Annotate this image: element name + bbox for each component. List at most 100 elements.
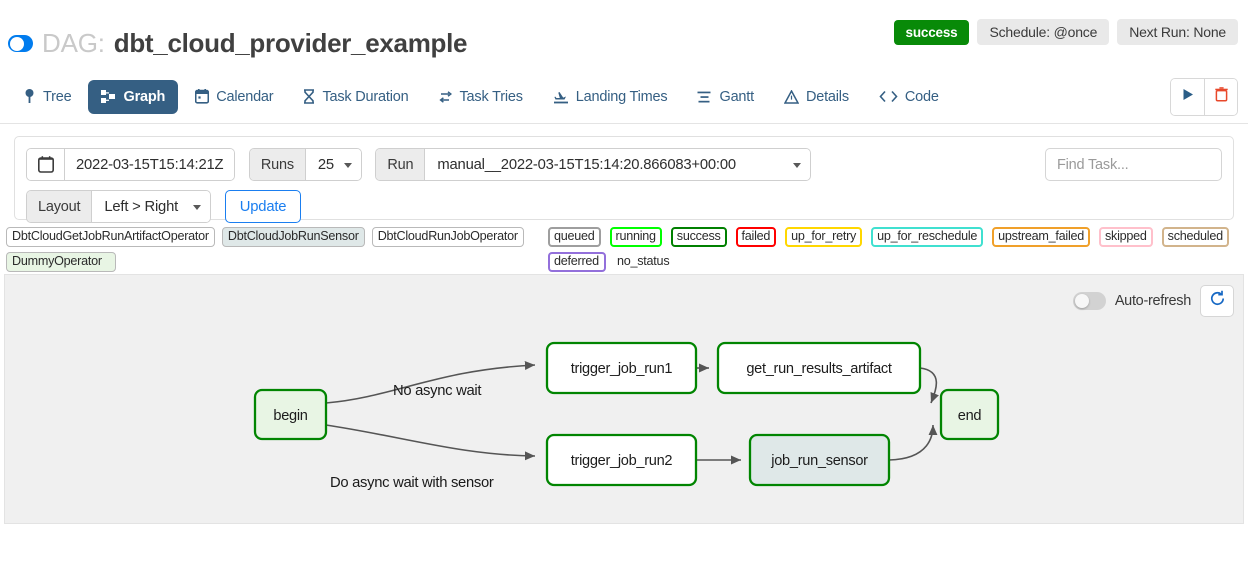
page-title: dbt_cloud_provider_example <box>113 28 468 58</box>
tab-gantt[interactable]: Gantt <box>684 80 766 114</box>
state-legend: queued running success failed up_for_ret… <box>548 227 1244 272</box>
tab-label: Task Tries <box>459 88 523 105</box>
base-date-input[interactable]: 2022-03-15T15:14:21Z <box>65 149 235 180</box>
tab-label: Landing Times <box>575 88 668 105</box>
chevron-down-icon <box>193 205 202 210</box>
hourglass-icon <box>303 89 315 104</box>
layout-select[interactable]: Left > Right <box>92 191 211 222</box>
legend-operator: DbtCloudGetJobRunArtifactOperator <box>6 227 215 247</box>
num-runs-select[interactable]: 25 <box>305 149 361 180</box>
delete-dag-button[interactable] <box>1204 79 1237 115</box>
trigger-dag-button[interactable] <box>1171 79 1204 115</box>
num-runs-group[interactable]: Runs 25 <box>248 148 362 181</box>
run-select-group[interactable]: Run manual__2022-03-15T15:14:20.866083+0… <box>375 148 812 181</box>
header-badges: success Schedule: @once Next Run: None <box>893 19 1238 45</box>
tab-label: Code <box>904 88 939 105</box>
edge-begin-to-trigger_job_run2 <box>325 424 536 461</box>
legend-state-deferred[interactable]: deferred <box>548 252 606 272</box>
gantt-icon <box>697 90 712 104</box>
legend-operator: DbtCloudRunJobOperator <box>371 227 524 247</box>
refresh-icon <box>1209 290 1226 312</box>
node-label: end <box>958 408 982 424</box>
run-select[interactable]: manual__2022-03-15T15:14:20.866083+00:00 <box>425 149 811 180</box>
graph-node-end[interactable]: end <box>939 388 1000 441</box>
landing-icon <box>553 90 569 104</box>
dag-prefix-label: DAG: <box>42 28 105 58</box>
update-button[interactable]: Update <box>224 190 302 223</box>
legend-state-no-status: no_status <box>617 254 670 268</box>
tab-label: Tree <box>43 88 72 105</box>
tab-landing-times[interactable]: Landing Times <box>540 80 681 114</box>
graph-toolbar: Auto-refresh <box>1072 285 1234 317</box>
layout-label: Layout <box>27 191 93 222</box>
retry-icon <box>438 90 453 104</box>
tab-tree[interactable]: Tree <box>10 80 84 114</box>
graph-node-begin[interactable]: begin <box>253 388 328 441</box>
graph-icon <box>101 89 116 104</box>
legend-state-queued[interactable]: queued <box>548 227 601 247</box>
tab-graph[interactable]: Graph <box>88 79 179 114</box>
tab-label: Gantt <box>719 88 754 105</box>
tab-label: Graph <box>123 88 166 105</box>
legend-state-upstream-failed[interactable]: upstream_failed <box>992 227 1090 247</box>
chevron-down-icon <box>793 163 802 168</box>
run-value: manual__2022-03-15T15:14:20.866083+00:00 <box>437 156 736 173</box>
code-brackets-icon <box>879 90 898 103</box>
legend-state-skipped[interactable]: skipped <box>1099 227 1153 247</box>
chevron-down-icon <box>343 163 352 168</box>
node-label: trigger_job_run1 <box>571 361 673 377</box>
legend-state-failed[interactable]: failed <box>735 227 777 247</box>
edge-label: No async wait <box>393 383 481 399</box>
schedule-badge[interactable]: Schedule: @once <box>977 19 1110 45</box>
warning-triangle-icon <box>783 89 799 104</box>
node-label: get_run_results_artifact <box>746 361 892 377</box>
node-label: trigger_job_run2 <box>571 453 673 469</box>
operator-legend: DbtCloudGetJobRunArtifactOperator DbtClo… <box>6 227 536 272</box>
legend-state-success[interactable]: success <box>670 227 727 247</box>
edge-job_run_sensor-to-end <box>888 424 938 461</box>
layout-group[interactable]: Layout Left > Right <box>26 190 212 223</box>
graph-node-job_run_sensor[interactable]: job_run_sensor <box>748 433 891 487</box>
legend-operator: DbtCloudJobRunSensor <box>221 227 365 247</box>
auto-refresh-label: Auto-refresh <box>1114 293 1191 309</box>
status-badge: success <box>893 19 970 45</box>
auto-refresh-toggle[interactable] <box>1072 292 1106 310</box>
tab-task-duration[interactable]: Task Duration <box>290 80 421 114</box>
graph-node-trigger_job_run2[interactable]: trigger_job_run2 <box>545 433 698 487</box>
page-header: DAG: dbt_cloud_provider_example success … <box>0 0 1248 70</box>
tab-code[interactable]: Code <box>866 80 952 114</box>
run-label: Run <box>376 149 426 180</box>
tab-calendar[interactable]: Calendar <box>182 80 286 114</box>
legend-state-running[interactable]: running <box>609 227 662 247</box>
dag-paused-toggle[interactable] <box>8 35 33 52</box>
search-input[interactable]: Find Task... <box>1045 148 1222 181</box>
legend-state-up-for-reschedule[interactable]: up_for_reschedule <box>871 227 984 247</box>
edge-begin-to-trigger_job_run1 <box>325 361 536 404</box>
refresh-button[interactable] <box>1200 285 1234 317</box>
legend-operator: DummyOperator <box>6 252 116 272</box>
tab-label: Details <box>805 88 849 105</box>
num-runs-value: 25 <box>317 156 334 173</box>
next-run-badge: Next Run: None <box>1117 19 1238 45</box>
legend-state-scheduled[interactable]: scheduled <box>1161 227 1229 247</box>
dag-graph-canvas[interactable]: Auto-refresh No async wait <box>4 274 1244 524</box>
runs-label: Runs <box>249 149 306 180</box>
tab-task-tries[interactable]: Task Tries <box>426 80 536 114</box>
edge-label: Do async wait with sensor <box>330 475 494 491</box>
dag-title: DAG: dbt_cloud_provider_example <box>8 28 467 59</box>
tree-icon <box>23 89 36 104</box>
trash-icon <box>1214 87 1228 107</box>
tab-details[interactable]: Details <box>771 80 862 114</box>
dag-nav-tabs: Tree Graph Calendar Task Duration Task T <box>0 70 1248 124</box>
node-label: begin <box>273 408 307 424</box>
calendar-icon[interactable] <box>27 149 65 180</box>
play-icon <box>1182 88 1194 106</box>
base-date-group[interactable]: 2022-03-15T15:14:21Z <box>26 148 236 181</box>
legend-state-up-for-retry[interactable]: up_for_retry <box>785 227 863 247</box>
graph-node-get_run_results_artifact[interactable]: get_run_results_artifact <box>716 341 922 395</box>
graph-edges <box>325 361 939 465</box>
edge-get_run_results_artifact-to-end <box>919 367 939 404</box>
tab-label: Calendar <box>216 88 274 105</box>
graph-node-trigger_job_run1[interactable]: trigger_job_run1 <box>545 341 698 395</box>
layout-value: Left > Right <box>104 198 179 215</box>
